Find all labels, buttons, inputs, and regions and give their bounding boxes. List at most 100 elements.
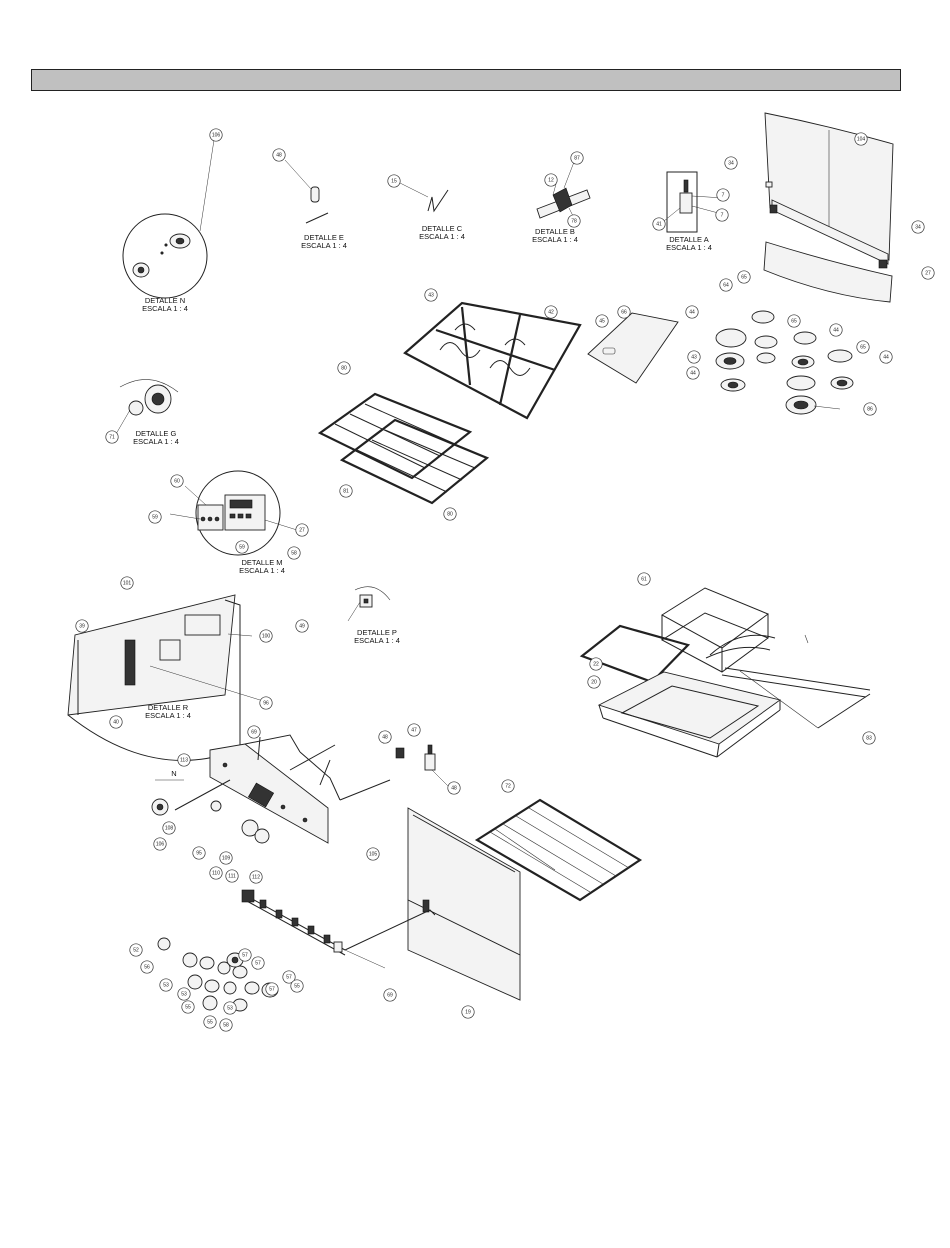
callout-bubble xyxy=(282,970,296,984)
callout-15: 15 xyxy=(387,174,401,188)
callout-number: 72 xyxy=(505,783,511,789)
callout-bubble xyxy=(129,943,143,957)
callout-bubble xyxy=(120,576,134,590)
header-bar xyxy=(31,69,901,91)
callout-bubble xyxy=(687,350,701,364)
callout-bubble xyxy=(719,278,733,292)
callout-number: 61 xyxy=(641,576,647,582)
callout-number: 87 xyxy=(574,155,580,161)
callout-number: 52 xyxy=(133,947,139,953)
detail-n-view xyxy=(122,139,215,299)
callout-number: 57 xyxy=(286,974,292,980)
callout-bubble xyxy=(219,851,233,865)
callout-95: 95 xyxy=(192,846,206,860)
callout-42: 42 xyxy=(544,305,558,319)
callout-number: 48 xyxy=(451,785,457,791)
callout-65: 65 xyxy=(856,340,870,354)
callout-number: 43 xyxy=(691,354,697,360)
callout-bubble xyxy=(862,731,876,745)
callout-109: 109 xyxy=(219,851,233,865)
backguard-panel xyxy=(764,112,894,269)
callout-bubble xyxy=(339,484,353,498)
callout-number: 81 xyxy=(343,488,349,494)
callout-58: 58 xyxy=(287,546,301,560)
callout-19: 19 xyxy=(461,1005,475,1019)
callout-bubble xyxy=(209,128,223,142)
callout-bubble xyxy=(235,540,249,554)
callout-bubble xyxy=(259,696,273,710)
callout-43: 43 xyxy=(424,288,438,302)
callout-number: 58 xyxy=(291,550,297,556)
callout-number: 71 xyxy=(109,434,115,440)
callout-64: 64 xyxy=(719,278,733,292)
callout-72: 72 xyxy=(501,779,515,793)
callout-34: 34 xyxy=(724,156,738,170)
callout-number: 59 xyxy=(239,544,245,550)
callout-bubble xyxy=(238,948,252,962)
gas-valves xyxy=(395,744,449,787)
callout-bubble xyxy=(192,846,206,860)
callout-59: 59 xyxy=(235,540,249,554)
callout-number: 64 xyxy=(723,282,729,288)
det-m-title: DETALLE M xyxy=(241,558,282,567)
det-a-scale: ESCALA 1 : 4 xyxy=(666,243,712,252)
callout-number: 53 xyxy=(181,991,187,997)
callout-number: 7 xyxy=(722,192,725,198)
callout-number: 104 xyxy=(857,136,866,142)
callout-number: 27 xyxy=(925,270,931,276)
oven-door xyxy=(407,807,521,1001)
callout-12: 12 xyxy=(544,173,558,187)
det-r-title: DETALLE R xyxy=(148,703,189,712)
callout-105: 105 xyxy=(366,847,380,861)
callout-bubble xyxy=(249,870,263,884)
callout-number: 47 xyxy=(411,727,417,733)
callout-7: 7 xyxy=(715,208,729,222)
callout-44: 44 xyxy=(829,323,843,337)
callout-81: 81 xyxy=(339,484,353,498)
callout-bubble xyxy=(921,266,935,280)
detail-m-view xyxy=(169,470,298,556)
callout-bubble xyxy=(295,523,309,537)
callout-22: 22 xyxy=(589,657,603,671)
callout-bubble xyxy=(501,779,515,793)
callout-number: 58 xyxy=(223,1022,229,1028)
callout-27: 27 xyxy=(295,523,309,537)
callout-bubble xyxy=(567,214,581,228)
callout-number: 41 xyxy=(656,221,662,227)
callout-111: 111 xyxy=(225,869,239,883)
callout-80: 80 xyxy=(337,361,351,375)
callout-49: 49 xyxy=(295,619,309,633)
callout-number: 59 xyxy=(152,514,158,520)
callout-34: 34 xyxy=(911,220,925,234)
callout-44: 44 xyxy=(879,350,893,364)
callout-bubble xyxy=(652,217,666,231)
callout-number: 108 xyxy=(165,825,174,831)
det-r-scale: ESCALA 1 : 4 xyxy=(145,711,191,720)
callout-bubble xyxy=(223,1001,237,1015)
callout-44: 44 xyxy=(685,305,699,319)
callout-number: 80 xyxy=(341,365,347,371)
callout-bubble xyxy=(587,675,601,689)
callout-bubble xyxy=(287,546,301,560)
callout-bubble xyxy=(162,821,176,835)
callout-number: 66 xyxy=(621,309,627,315)
callout-45: 45 xyxy=(595,314,609,328)
callout-bubble xyxy=(589,657,603,671)
callout-66: 66 xyxy=(617,305,631,319)
callout-53: 53 xyxy=(177,987,191,1001)
callout-number: 69 xyxy=(251,729,257,735)
callout-number: 40 xyxy=(113,719,119,725)
callout-bubble xyxy=(148,510,162,524)
callout-bubble xyxy=(259,629,273,643)
callout-number: 109 xyxy=(222,855,231,861)
callout-bubble xyxy=(424,288,438,302)
callout-number: 42 xyxy=(548,309,554,315)
callout-bubble xyxy=(544,305,558,319)
callout-58: 58 xyxy=(219,1018,233,1032)
detail-a-view xyxy=(663,171,725,233)
callout-bubble xyxy=(447,781,461,795)
callout-number: 27 xyxy=(299,527,305,533)
callout-number: 65 xyxy=(860,344,866,350)
